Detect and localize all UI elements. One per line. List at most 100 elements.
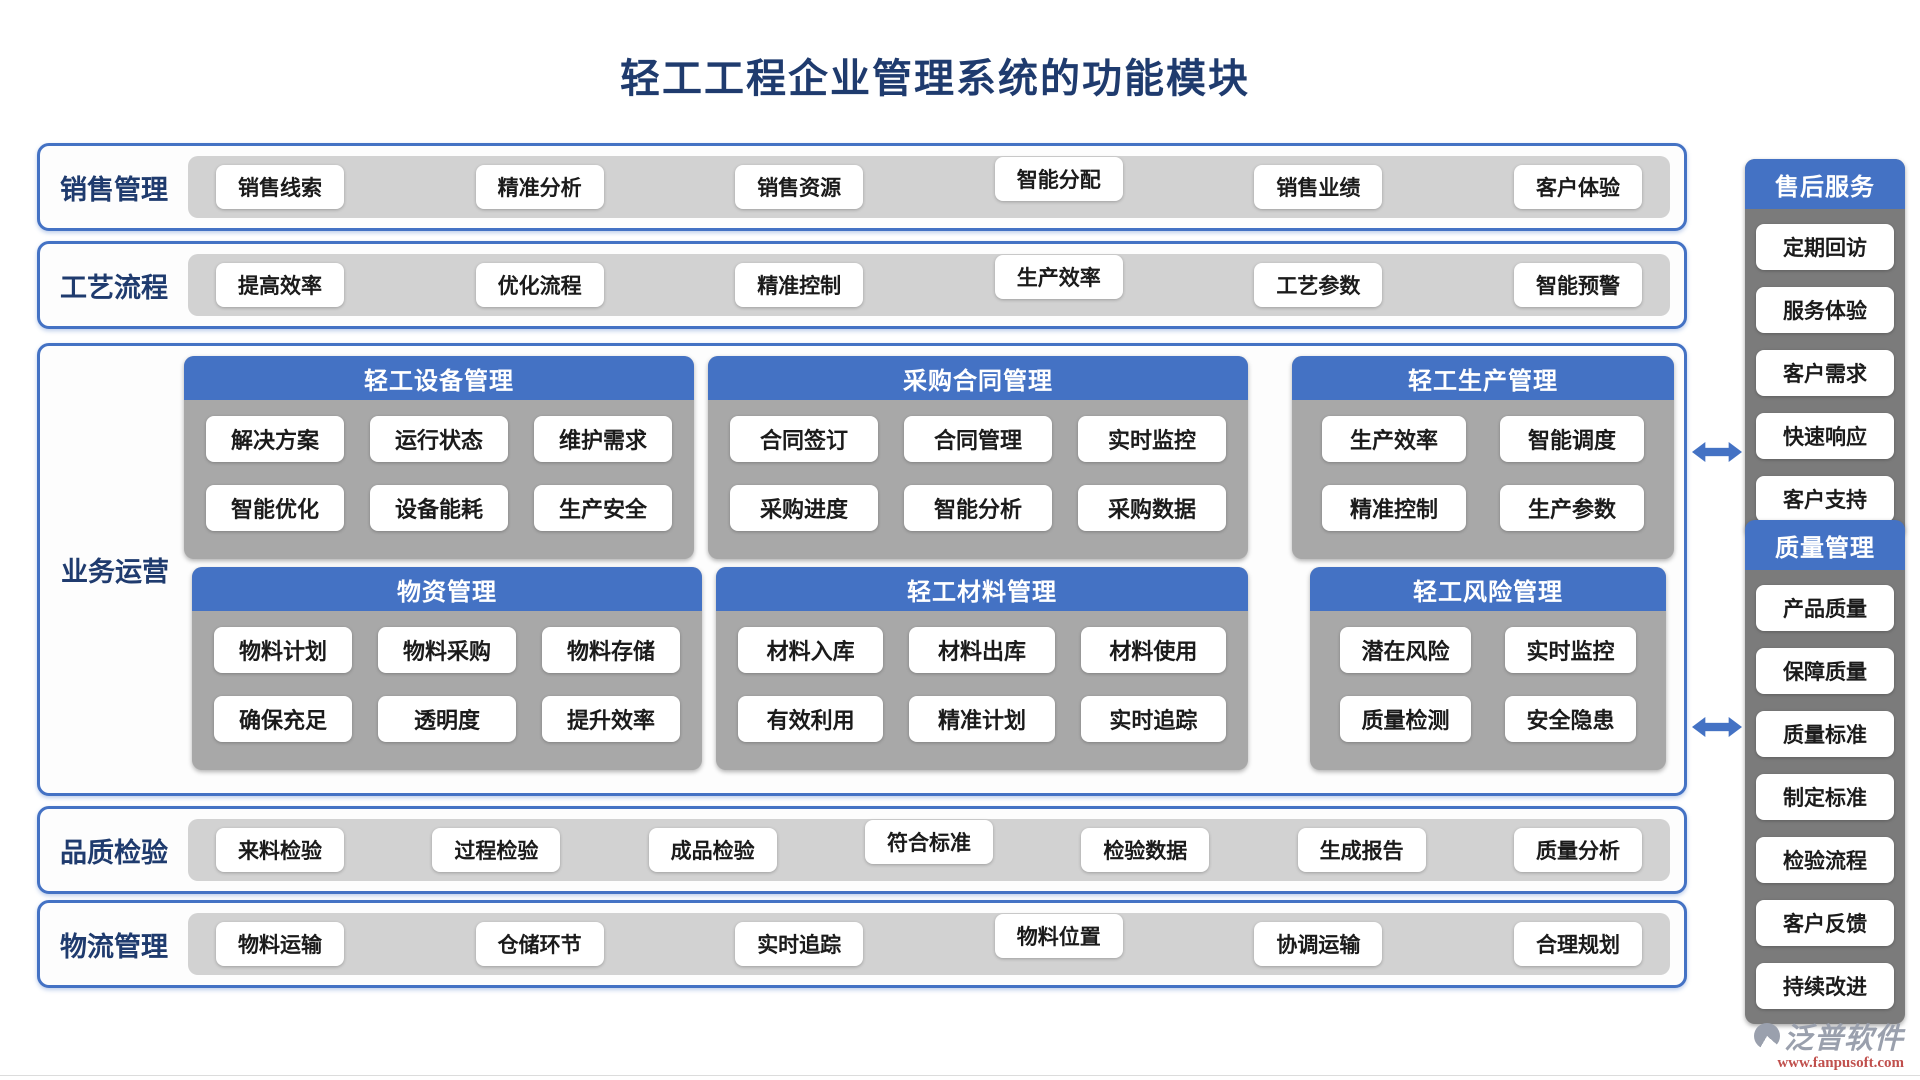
- section-risk-management: 轻工风险管理 潜在风险 实时监控 质量检测 安全隐患: [1310, 567, 1666, 770]
- brand-name: 泛普软件: [1783, 1023, 1904, 1055]
- module-button[interactable]: 销售线索: [216, 165, 344, 209]
- panel-body: 定期回访 服务体验 客户需求 快速响应 客户支持: [1745, 209, 1905, 537]
- module-button[interactable]: 运行状态: [370, 416, 508, 462]
- module-button[interactable]: 智能分配: [994, 157, 1123, 201]
- band-process-flow: 工艺流程 提高效率 优化流程 精准控制 生产效率 工艺参数 智能预警: [37, 241, 1687, 329]
- module-button[interactable]: 快速响应: [1756, 413, 1894, 459]
- module-button[interactable]: 智能分析: [904, 485, 1052, 531]
- module-button[interactable]: 客户体验: [1513, 165, 1642, 209]
- module-button[interactable]: 合同管理: [904, 416, 1052, 462]
- module-button[interactable]: 客户反馈: [1756, 900, 1894, 946]
- module-button[interactable]: 仓储环节: [475, 922, 604, 966]
- module-button[interactable]: 生产参数: [1500, 485, 1644, 531]
- panel-after-sales-service: 售后服务 定期回访 服务体验 客户需求 快速响应 客户支持: [1745, 159, 1905, 537]
- module-button[interactable]: 协调运输: [1254, 922, 1383, 966]
- band-logistics-label: 物流管理: [60, 931, 168, 962]
- band-quality-inspection-label: 品质检验: [60, 837, 168, 868]
- module-button[interactable]: 生产效率: [1322, 416, 1466, 462]
- module-button[interactable]: 实时追踪: [735, 922, 864, 966]
- module-button[interactable]: 材料入库: [738, 627, 884, 673]
- business-operations-box: 业务运营 轻工设备管理 解决方案 运行状态 维护需求 智能优化 设备能耗 生产安…: [37, 343, 1687, 796]
- band-sales-label: 销售管理: [60, 174, 168, 205]
- module-button[interactable]: 制定标准: [1756, 774, 1894, 820]
- module-button[interactable]: 保障质量: [1756, 648, 1894, 694]
- module-button[interactable]: 智能优化: [206, 485, 344, 531]
- section-body: 潜在风险 实时监控 质量检测 安全隐患: [1310, 611, 1666, 770]
- band-quality-inspection-strip: 来料检验 过程检验 成品检验 符合标准 检验数据 生成报告 质量分析: [188, 819, 1670, 881]
- module-button[interactable]: 合同签订: [730, 416, 878, 462]
- module-button[interactable]: 生产效率: [994, 255, 1123, 299]
- module-button[interactable]: 来料检验: [216, 828, 344, 872]
- section-title: 轻工风险管理: [1310, 567, 1666, 611]
- module-button[interactable]: 实时监控: [1505, 627, 1636, 673]
- double-arrow-icon: [1692, 442, 1742, 462]
- module-button[interactable]: 合理规划: [1513, 922, 1642, 966]
- module-button[interactable]: 材料出库: [909, 627, 1055, 673]
- module-button[interactable]: 解决方案: [206, 416, 344, 462]
- section-equipment-management: 轻工设备管理 解决方案 运行状态 维护需求 智能优化 设备能耗 生产安全: [184, 356, 694, 559]
- band-sales-management: 销售管理 销售线索 精准分析 销售资源 智能分配 销售业绩 客户体验: [37, 143, 1687, 231]
- module-button[interactable]: 销售资源: [735, 165, 864, 209]
- section-materials-supply-management: 物资管理 物料计划 物料采购 物料存储 确保充足 透明度 提升效率: [192, 567, 702, 770]
- module-button[interactable]: 符合标准: [864, 820, 993, 864]
- business-operations-label: 业务运营: [61, 557, 169, 587]
- module-button[interactable]: 精准控制: [735, 263, 864, 307]
- module-button[interactable]: 质量检测: [1340, 696, 1471, 742]
- section-title: 轻工生产管理: [1292, 356, 1674, 400]
- module-button[interactable]: 确保充足: [214, 696, 352, 742]
- module-button[interactable]: 潜在风险: [1340, 627, 1471, 673]
- module-button[interactable]: 智能预警: [1513, 263, 1642, 307]
- section-body: 合同签订 合同管理 实时监控 采购进度 智能分析 采购数据: [708, 400, 1248, 559]
- bottom-divider: [0, 1075, 1920, 1076]
- module-button[interactable]: 定期回访: [1756, 224, 1894, 270]
- module-button[interactable]: 客户支持: [1756, 476, 1894, 522]
- module-button[interactable]: 实时追踪: [1080, 696, 1226, 742]
- module-button[interactable]: 过程检验: [432, 828, 561, 872]
- section-purchase-contract-management: 采购合同管理 合同签订 合同管理 实时监控 采购进度 智能分析 采购数据: [708, 356, 1248, 559]
- module-button[interactable]: 采购数据: [1078, 485, 1226, 531]
- module-button[interactable]: 实时监控: [1078, 416, 1226, 462]
- module-button[interactable]: 工艺参数: [1254, 263, 1383, 307]
- module-button[interactable]: 提升效率: [542, 696, 680, 742]
- module-button[interactable]: 维护需求: [534, 416, 672, 462]
- section-material-management: 轻工材料管理 材料入库 材料出库 材料使用 有效利用 精准计划 实时追踪: [716, 567, 1248, 770]
- module-button[interactable]: 设备能耗: [370, 485, 508, 531]
- module-button[interactable]: 成品检验: [648, 828, 777, 872]
- panel-title: 售后服务: [1745, 159, 1905, 209]
- section-title: 采购合同管理: [708, 356, 1248, 400]
- band-process-strip: 提高效率 优化流程 精准控制 生产效率 工艺参数 智能预警: [188, 254, 1670, 316]
- section-body: 材料入库 材料出库 材料使用 有效利用 精准计划 实时追踪: [716, 611, 1248, 770]
- module-button[interactable]: 安全隐患: [1505, 696, 1636, 742]
- module-button[interactable]: 生产安全: [534, 485, 672, 531]
- section-body: 解决方案 运行状态 维护需求 智能优化 设备能耗 生产安全: [184, 400, 694, 559]
- module-button[interactable]: 物料位置: [994, 914, 1123, 958]
- module-button[interactable]: 智能调度: [1500, 416, 1644, 462]
- module-button[interactable]: 质量标准: [1756, 711, 1894, 757]
- module-button[interactable]: 物料采购: [378, 627, 516, 673]
- module-button[interactable]: 产品质量: [1756, 585, 1894, 631]
- module-button[interactable]: 物料运输: [216, 922, 344, 966]
- module-button[interactable]: 材料使用: [1080, 627, 1226, 673]
- module-button[interactable]: 精准分析: [475, 165, 604, 209]
- band-process-label: 工艺流程: [60, 272, 168, 303]
- module-button[interactable]: 采购进度: [730, 485, 878, 531]
- panel-title: 质量管理: [1745, 520, 1905, 570]
- module-button[interactable]: 精准计划: [909, 696, 1055, 742]
- module-button[interactable]: 物料计划: [214, 627, 352, 673]
- module-button[interactable]: 有效利用: [738, 696, 884, 742]
- module-button[interactable]: 生成报告: [1297, 828, 1426, 872]
- module-button[interactable]: 检验流程: [1756, 837, 1894, 883]
- band-logistics-strip: 物料运输 仓储环节 实时追踪 物料位置 协调运输 合理规划: [188, 913, 1670, 975]
- module-button[interactable]: 持续改进: [1756, 963, 1894, 1009]
- module-button[interactable]: 客户需求: [1756, 350, 1894, 396]
- section-title: 轻工材料管理: [716, 567, 1248, 611]
- module-button[interactable]: 优化流程: [475, 263, 604, 307]
- module-button[interactable]: 检验数据: [1081, 828, 1210, 872]
- module-button[interactable]: 销售业绩: [1254, 165, 1383, 209]
- module-button[interactable]: 物料存储: [542, 627, 680, 673]
- module-button[interactable]: 提高效率: [216, 263, 344, 307]
- module-button[interactable]: 精准控制: [1322, 485, 1466, 531]
- module-button[interactable]: 透明度: [378, 696, 516, 742]
- module-button[interactable]: 服务体验: [1756, 287, 1894, 333]
- module-button[interactable]: 质量分析: [1513, 828, 1642, 872]
